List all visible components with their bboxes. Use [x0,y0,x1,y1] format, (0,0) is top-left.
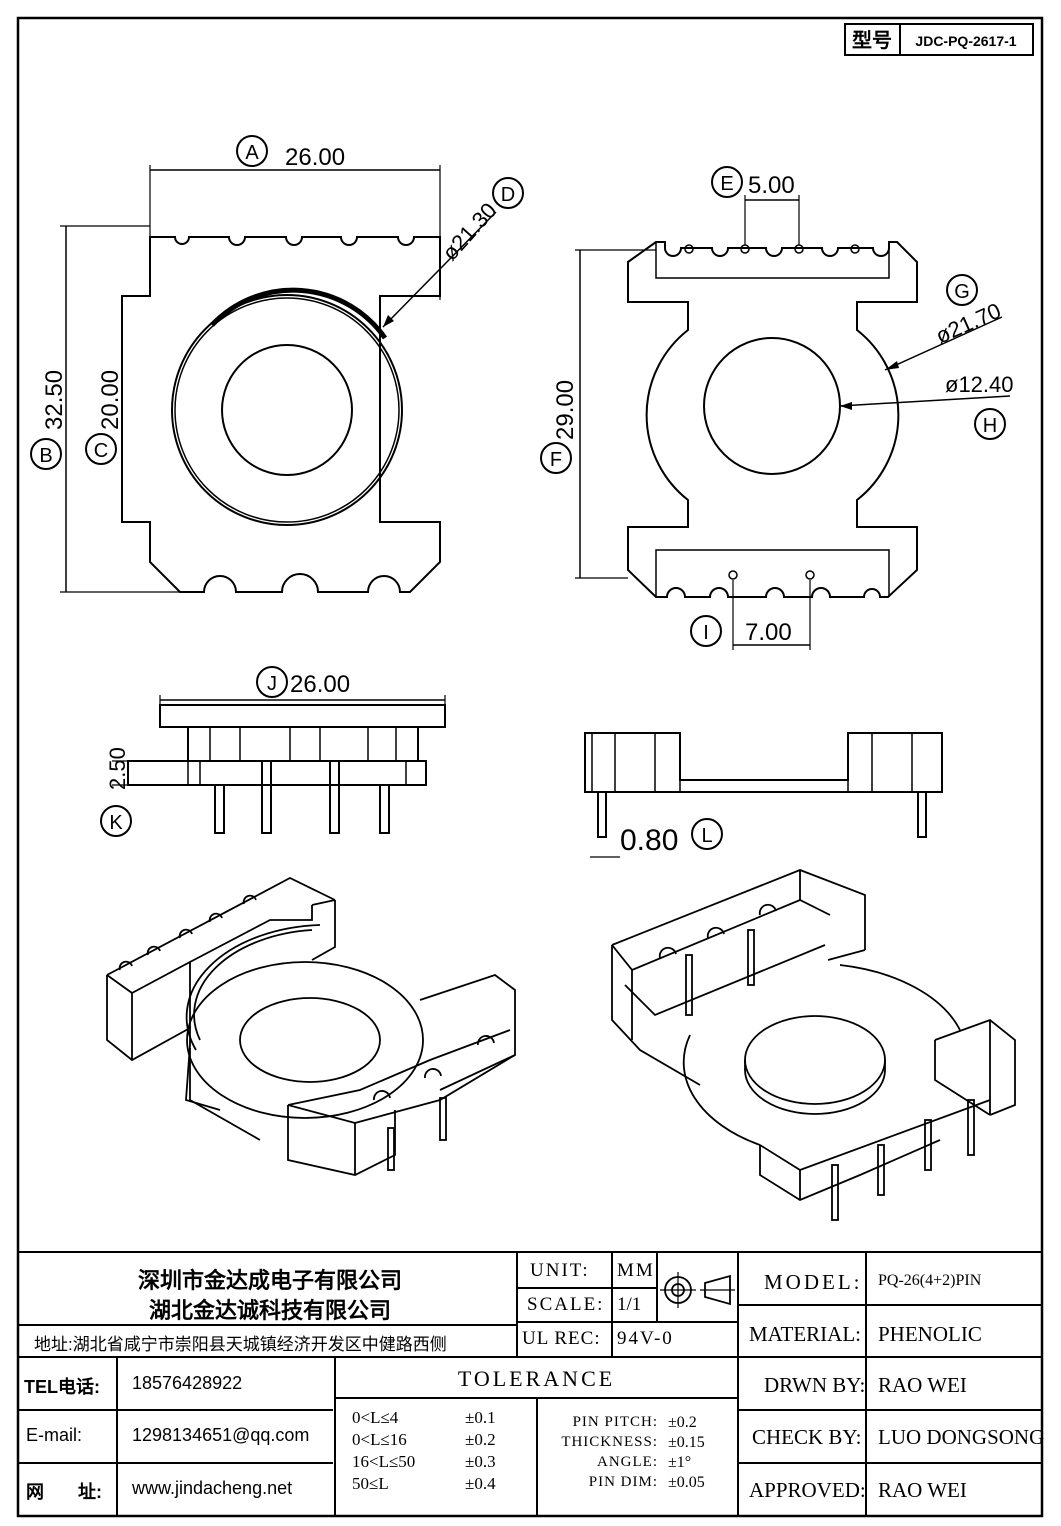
tolerance-value: ±0.3 [465,1452,496,1471]
side-view-left [112,695,446,834]
third-angle-projection-icon [660,1272,735,1308]
tolerance-value: ±0.1 [465,1408,496,1427]
tolerance-title: TOLERANCE [457,1366,616,1391]
bottom-view [575,195,1011,650]
email-label: E-mail: [26,1425,83,1445]
tel-value: 18576428922 [132,1373,243,1393]
check-by-label: CHECK BY: [752,1425,862,1449]
top-center-hole [221,344,353,476]
title-block-grid [18,1251,1042,1516]
spec-label: PIN DIM: [588,1474,658,1490]
approved-value: RAO WEI [878,1478,967,1502]
model-label: MODEL: [764,1270,863,1294]
web-value: www.jindacheng.net [132,1478,293,1498]
spec-label: ANGLE: [597,1454,658,1470]
top-ring-thick-arc [210,287,388,340]
spec-value: ±1° [668,1454,692,1471]
spec-value: ±0.2 [668,1414,697,1431]
email-value: 1298134651@qq.com [132,1425,310,1445]
bottom-body-outline [627,241,918,598]
model-number-box: 型号 JDC-PQ-2617-1 [844,23,1034,56]
isometric-view-right [611,869,1016,1221]
top-outer-ring-inner [174,297,400,523]
ulrec-value: 94V-0 [617,1328,674,1349]
drawn-by-label: DRWN BY: [764,1373,866,1397]
unit-label: UNIT: [530,1260,590,1281]
tolerance-range: 50≤L [352,1474,389,1493]
side-view-right [584,732,943,858]
drawn-by-value: RAO WEI [878,1373,967,1397]
svg-text:型号: 型号 [852,29,892,52]
approved-label: APPROVED: [749,1478,866,1502]
material-label: MATERIAL: [749,1322,861,1346]
web-label-2: 址: [78,1482,102,1502]
model-value: PQ-26(4+2)PIN [878,1272,982,1289]
tolerance-range: 16<L≤50 [352,1452,416,1471]
tolerance-range: 0<L≤4 [352,1408,399,1427]
tolerance-range: 0<L≤16 [352,1430,407,1449]
top-view [60,165,497,593]
company-address: 地址:湖北省咸宁市崇阳县天城镇经济开发区中健路西侧 [34,1335,447,1354]
spec-label: THICKNESS: [561,1434,658,1450]
tolerance-value: ±0.4 [465,1474,496,1493]
svg-text:JDC-PQ-2617-1: JDC-PQ-2617-1 [915,33,1016,49]
spec-label: PIN PITCH: [572,1414,658,1430]
spec-value: ±0.15 [668,1434,705,1451]
tel-label: TEL电话: [24,1377,100,1397]
tolerance-value: ±0.2 [465,1430,496,1449]
bottom-center-hole [703,337,841,475]
unit-value: MM [617,1260,655,1281]
material-value: PHENOLIC [878,1322,982,1346]
check-by-value: LUO DONGSONG [878,1425,1045,1449]
scale-value: 1/1 [617,1294,642,1315]
isometric-view-left [106,876,516,1176]
scale-label: SCALE: [527,1294,605,1315]
top-outer-ring [171,294,403,526]
company-name-2: 湖北金达诚科技有限公司 [148,1298,391,1323]
web-label-1: 网 [26,1482,44,1502]
sheet-border [16,16,1044,1518]
spec-value: ±0.05 [668,1474,705,1491]
ulrec-label: UL REC: [522,1328,601,1349]
company-name-1: 深圳市金达成电子有限公司 [137,1268,402,1293]
